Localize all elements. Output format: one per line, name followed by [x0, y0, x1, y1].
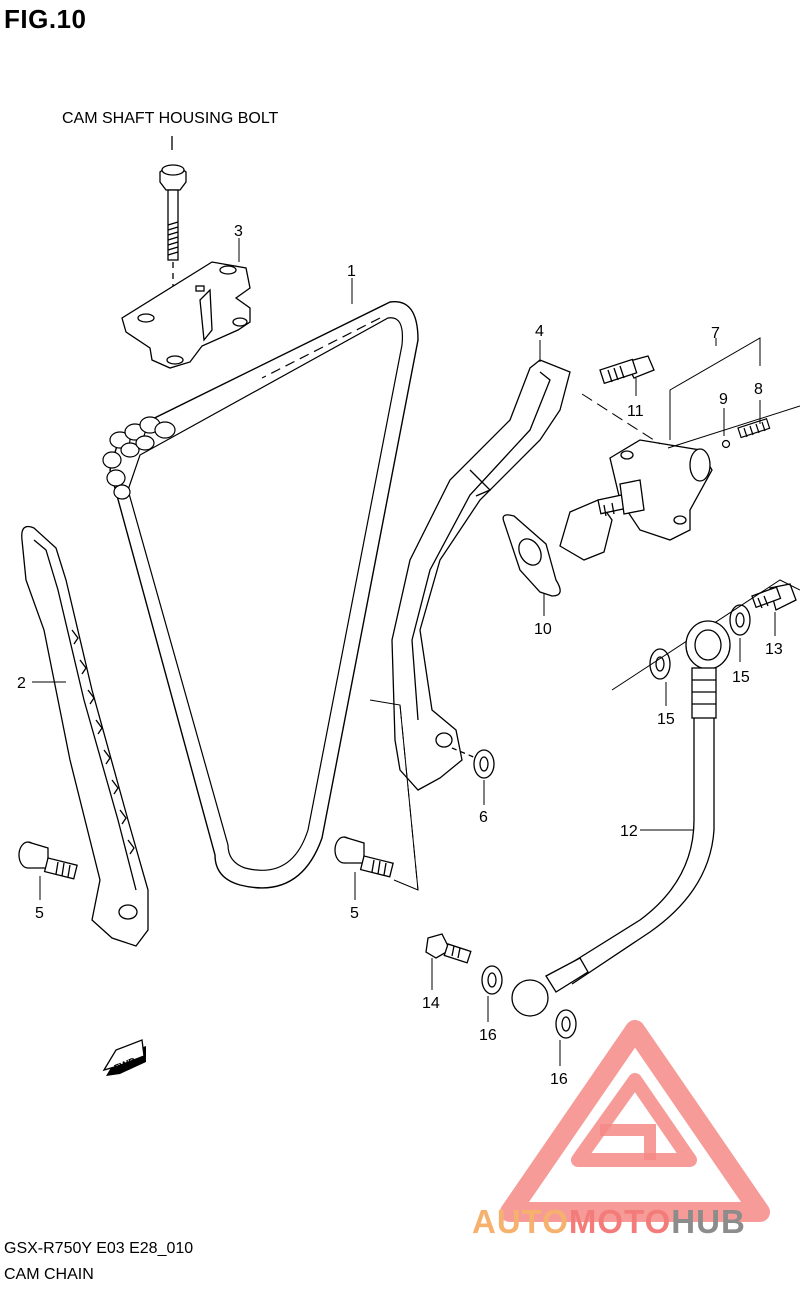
part-8-spring — [737, 417, 771, 439]
callout-8: 8 — [754, 381, 763, 398]
callout-15-lower: 15 — [657, 711, 675, 728]
part-4-tensioner-guide — [391, 359, 571, 791]
watermark-text: AUTOMOTOHUB — [472, 1203, 746, 1241]
model-code: GSX-R750Y E03 E28_010 — [4, 1240, 194, 1257]
fig-title: FIG.10 — [4, 4, 87, 34]
part-2-chain-guide — [21, 525, 149, 947]
part-10-gasket — [502, 514, 561, 597]
part-5-guide-bolt-left — [18, 841, 78, 880]
part-6-washer — [451, 747, 495, 779]
callout-5-left: 5 — [35, 905, 44, 922]
part-14-union-bolt — [425, 933, 472, 964]
watermark-hub: HUB — [671, 1203, 746, 1240]
cam-shaft-housing-bolt — [159, 136, 187, 360]
part-11-tensioner-bolt — [599, 355, 655, 385]
part-3-guide-bracket — [121, 261, 251, 369]
fwd-arrow-icon: FWD — [102, 1039, 146, 1076]
watermark-moto: MOTO — [568, 1203, 672, 1240]
callout-4: 4 — [535, 323, 544, 340]
bolt-caption: CAM SHAFT HOUSING BOLT — [62, 110, 279, 127]
part-1-cam-chain — [102, 301, 419, 889]
watermark-logo — [500, 1020, 770, 1222]
callout-1: 1 — [347, 263, 356, 280]
part-group-name: CAM CHAIN — [4, 1266, 94, 1283]
part-13-union-bolt — [751, 583, 797, 611]
callout-11: 11 — [627, 403, 644, 420]
part-9-ball — [721, 439, 731, 449]
callout-13: 13 — [765, 641, 783, 658]
callout-5-right: 5 — [350, 905, 359, 922]
callout-12: 12 — [620, 823, 638, 840]
callout-15-upper: 15 — [732, 669, 750, 686]
part-15-washer-lower — [649, 648, 671, 680]
callout-6: 6 — [479, 809, 488, 826]
part-15-washer-upper — [729, 604, 751, 636]
callout-7: 7 — [711, 325, 720, 342]
callout-14: 14 — [422, 995, 440, 1012]
callout-9: 9 — [719, 391, 728, 408]
part-16-washer-upper — [481, 965, 503, 995]
part-5-guide-bolt-right — [334, 836, 394, 878]
callout-10: 10 — [534, 621, 552, 638]
callout-16-upper: 16 — [479, 1027, 497, 1044]
callout-3: 3 — [234, 223, 243, 240]
callout-2: 2 — [17, 675, 26, 692]
part-7-chain-tensioner — [559, 439, 713, 561]
callout-16-lower: 16 — [550, 1071, 568, 1088]
part-16-washer-lower — [555, 1009, 577, 1039]
watermark-auto: AUTO — [472, 1203, 569, 1240]
part-12-oil-pipe — [511, 620, 731, 1017]
